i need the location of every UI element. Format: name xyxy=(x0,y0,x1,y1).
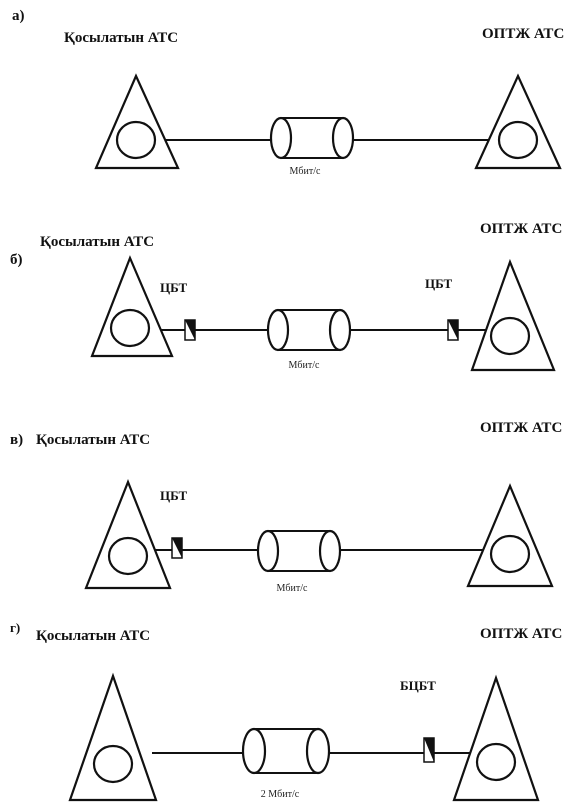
panel-a: а) Қосылатын АТС ОПТЖ АТС Мбит/с xyxy=(12,8,564,177)
transmission-cable-icon xyxy=(269,116,355,160)
right-exchange-icon xyxy=(452,674,540,802)
panel-marker: в) xyxy=(10,432,23,448)
right-exchange-icon xyxy=(470,258,556,372)
panel-marker: г) xyxy=(10,620,20,635)
left-exchange-label: Қосылатын АТС xyxy=(64,30,178,46)
left-converter-label: ЦБТ xyxy=(160,488,188,503)
left-exchange-icon xyxy=(84,479,172,590)
left-converter-label: ЦБТ xyxy=(160,280,188,295)
right-exchange-label: ОПТЖ АТС xyxy=(482,26,564,42)
panel-d: г) Қосылатын АТС ОПТЖ АТС БЦБТ 2 Мбит/с xyxy=(10,620,562,802)
transmission-cable-icon xyxy=(266,308,352,352)
cable-rate-label: Мбит/с xyxy=(290,166,321,177)
right-converter-label: БЦБТ xyxy=(400,678,436,693)
panel-c: ОПТЖ АТС в) Қосылатын АТС ЦБТ Мбит/с xyxy=(10,420,562,594)
left-converter-icon xyxy=(171,537,183,559)
panel-marker: б) xyxy=(10,252,23,268)
right-converter-icon xyxy=(447,319,459,341)
transmission-cable-icon xyxy=(256,529,342,573)
panel-marker: а) xyxy=(12,8,25,24)
right-exchange-icon xyxy=(466,483,554,588)
left-exchange-icon xyxy=(94,73,180,170)
right-exchange-icon xyxy=(474,73,562,170)
left-exchange-label: Қосылатын АТС xyxy=(40,234,154,250)
left-converter-icon xyxy=(184,319,196,341)
cable-rate-label: 2 Мбит/с xyxy=(261,789,300,800)
cable-rate-label: Мбит/с xyxy=(277,583,308,594)
right-exchange-label: ОПТЖ АТС xyxy=(480,626,562,642)
right-converter-label: ЦБТ xyxy=(425,276,453,291)
left-exchange-label: Қосылатын АТС xyxy=(36,628,150,644)
left-exchange-label: Қосылатын АТС xyxy=(36,432,150,448)
left-exchange-icon xyxy=(68,672,158,802)
cable-rate-label: Мбит/с xyxy=(289,360,320,371)
panel-b: ОПТЖ АТС Қосылатын АТС б) ЦБТ ЦБТ xyxy=(10,221,562,372)
right-exchange-label: ОПТЖ АТС xyxy=(480,221,562,237)
left-exchange-icon xyxy=(90,255,174,358)
right-converter-icon xyxy=(423,737,435,763)
right-exchange-label: ОПТЖ АТС xyxy=(480,420,562,436)
transmission-cable-icon xyxy=(241,727,331,775)
